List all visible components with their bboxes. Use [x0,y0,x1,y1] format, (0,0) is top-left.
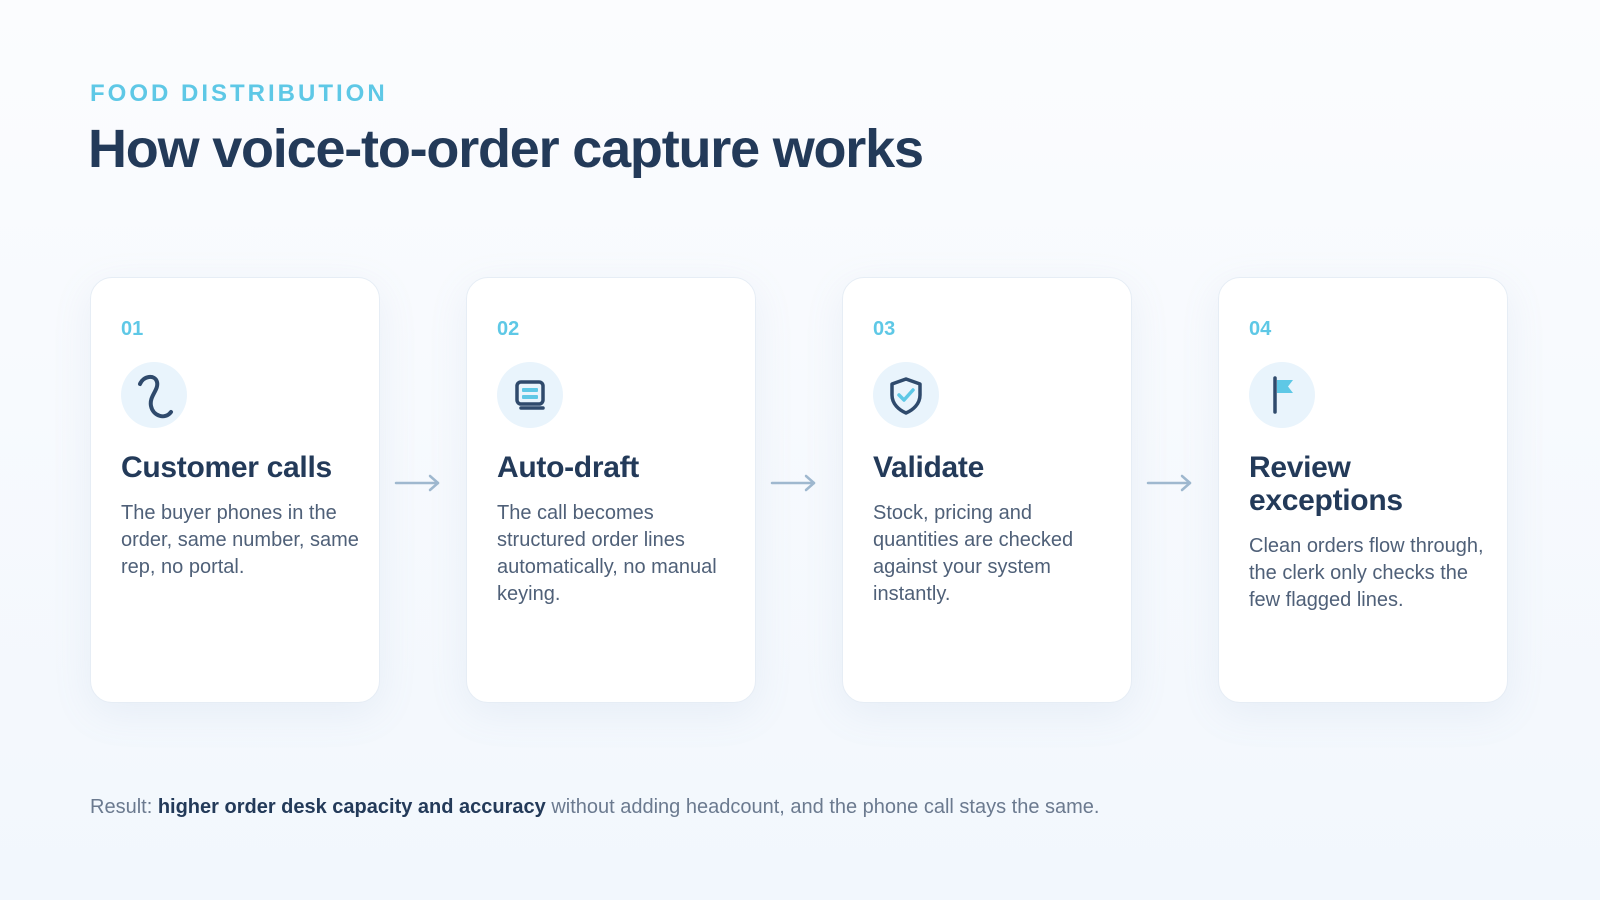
icon-badge [1249,362,1315,428]
phone-cord-icon [138,375,173,419]
document-screen-icon [515,380,545,410]
arrow-right-icon [1146,474,1192,492]
icon-badge [121,362,187,428]
eyebrow-label: FOOD DISTRIBUTION [90,80,388,107]
step-title: Validate [873,451,984,484]
icon-badge [873,362,939,428]
step-card-customer-calls: 01 Customer calls The buyer phones in th… [90,277,380,703]
step-title: Auto-draft [497,451,639,484]
arrow-right-icon [394,474,440,492]
step-description: Clean orders flow through, the clerk onl… [1249,535,1484,611]
step-number: 01 [121,318,144,340]
step-description: The buyer phones in the order, same numb… [121,502,359,578]
result-suffix: without adding headcount, and the phone … [545,796,1100,818]
step-number: 02 [497,318,520,340]
step-description: Stock, pricing and quantities are checke… [873,502,1074,605]
flag-icon [1273,376,1293,414]
result-statement: Result: higher order desk capacity and a… [90,796,1099,819]
step-title: Customer calls [121,451,332,484]
shield-check-icon [890,377,922,415]
step-card-auto-draft: 02 Auto-draft The call becomes structure… [466,277,756,703]
step-card-validate: 03 Validate Stock, pricing and quantitie… [842,277,1132,703]
step-number: 04 [1249,318,1272,340]
step-card-review-exceptions: 04 Review exceptions Clean orders flow t… [1218,277,1508,703]
result-prefix: Result: [90,796,158,818]
arrow-right-icon [770,474,816,492]
page-title: How voice-to-order capture works [88,119,924,179]
step-number: 03 [873,318,896,340]
step-title: Review exceptions [1249,451,1403,517]
icon-badge [497,362,563,428]
result-highlight: higher order desk capacity and accuracy [157,796,546,818]
process-steps: 01 Customer calls The buyer phones in th… [90,277,1510,707]
step-description: The call becomes structured order lines … [497,502,717,605]
